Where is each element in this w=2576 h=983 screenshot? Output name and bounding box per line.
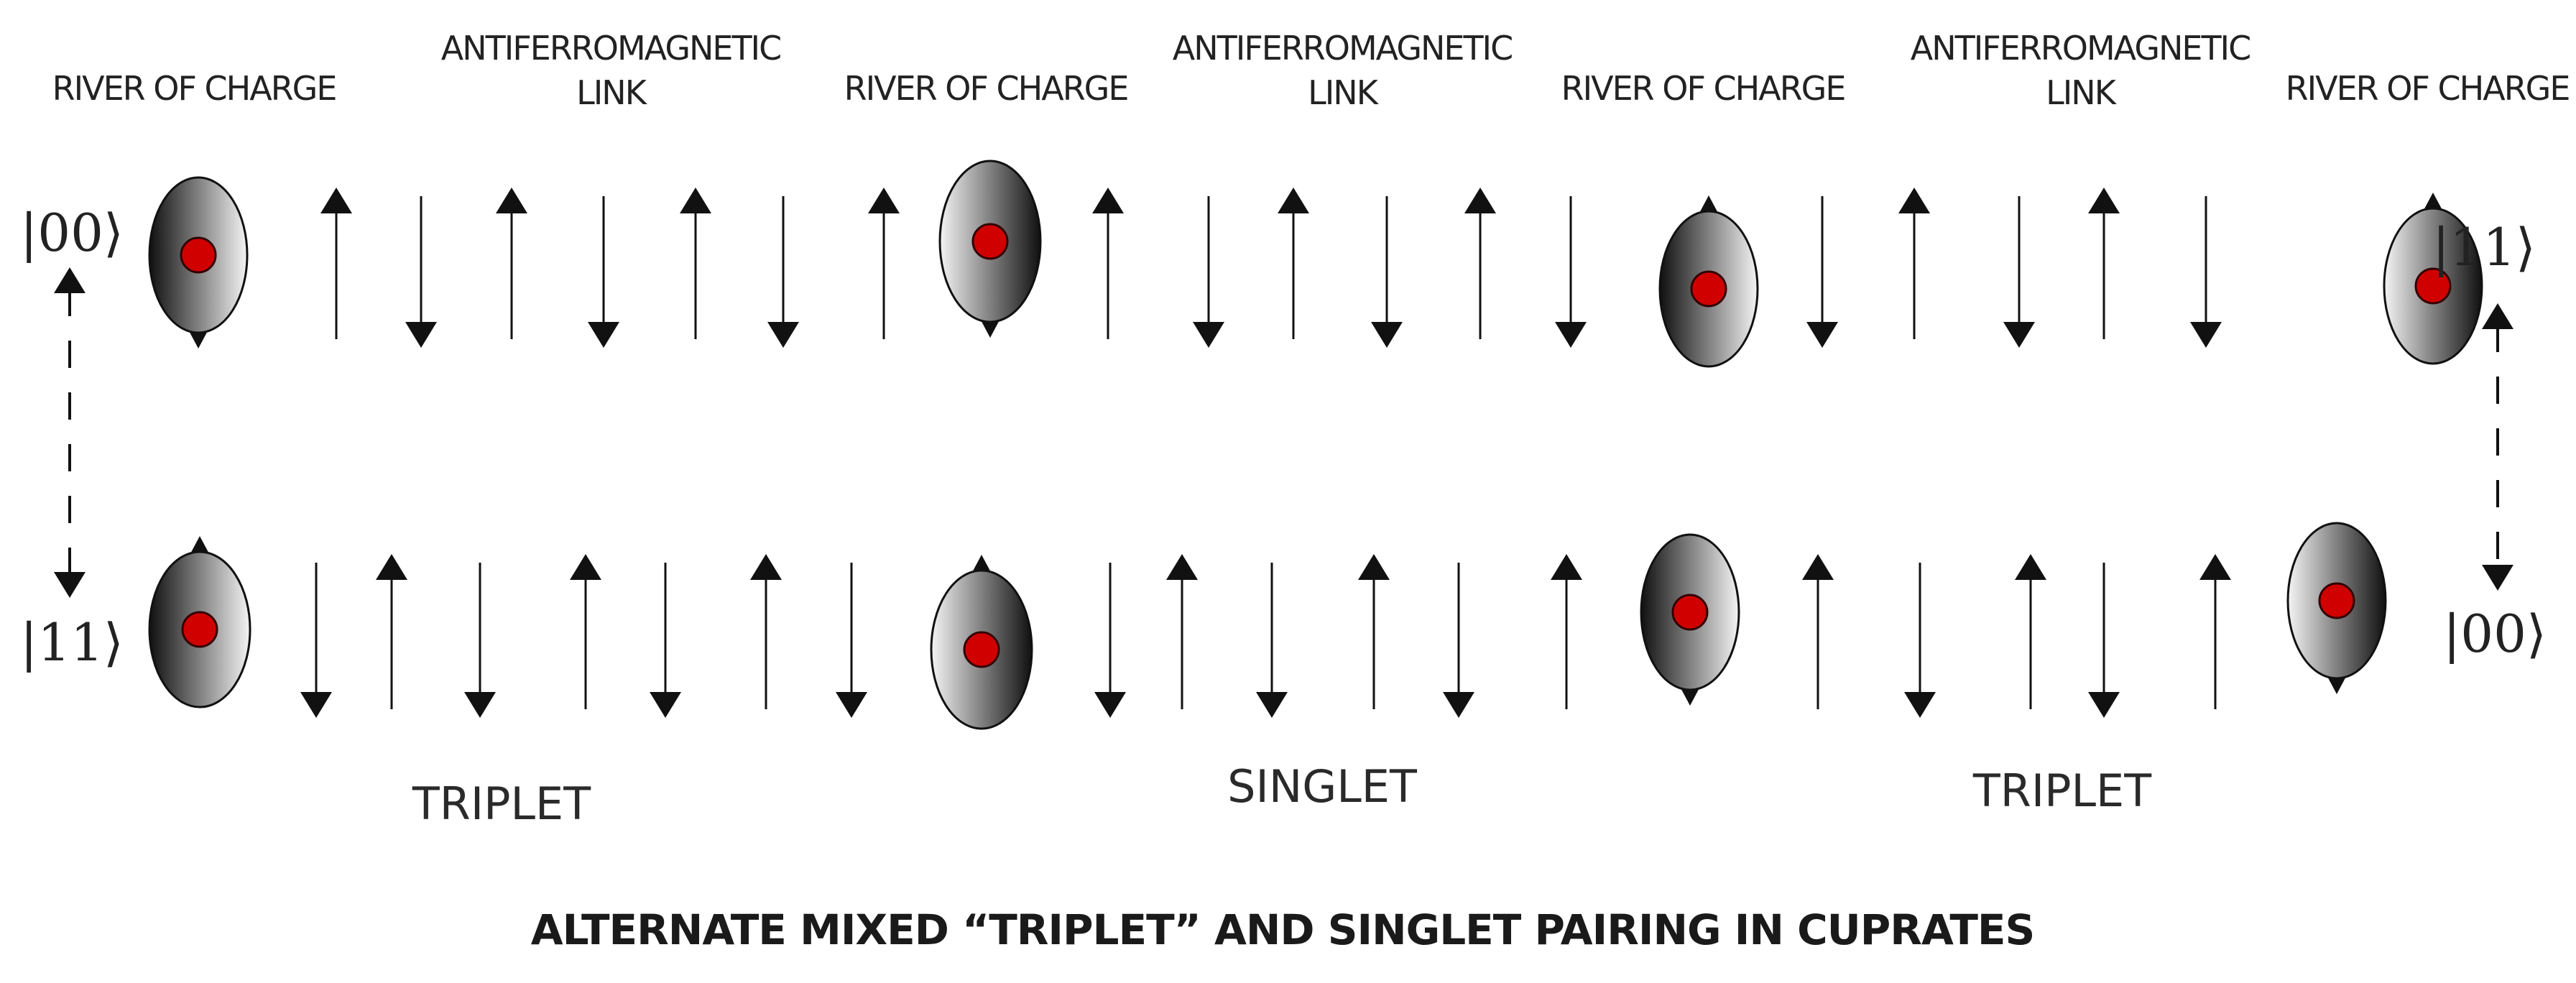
- spin-arrow-down: [1371, 196, 1403, 348]
- spin-arrow-up: [376, 554, 407, 709]
- header-river-of-charge-1: RIVER OF CHARGE: [52, 69, 338, 108]
- spin-arrow-down: [405, 196, 437, 348]
- charge-node: [1640, 533, 1740, 706]
- spin-arrow-down: [1256, 563, 1288, 718]
- spin-arrow-up: [750, 554, 782, 709]
- charge-node: [2383, 193, 2483, 365]
- spin-arrow-up: [1898, 188, 1930, 339]
- spin-arrow-up: [1278, 188, 1309, 339]
- spin-arrow-up: [2015, 554, 2046, 709]
- state-bottom-left: |11⟩: [20, 612, 124, 673]
- spin-arrows: [300, 188, 2231, 718]
- spin-arrow-up: [1464, 188, 1496, 339]
- state-top-right: |11⟩: [2432, 217, 2536, 277]
- spin-arrow-down: [464, 563, 496, 718]
- spin-arrow-down: [836, 563, 867, 718]
- spin-arrow-up: [1092, 188, 1124, 339]
- spin-arrow-down: [1806, 196, 1838, 348]
- spin-arrow-up: [2088, 188, 2120, 339]
- spin-arrow-down: [1094, 563, 1126, 718]
- spin-arrow-down: [767, 196, 799, 348]
- header-antiferromagnetic-link-3: ANTIFERROMAGNETIC LINK: [1910, 29, 2251, 112]
- state-bottom-right: |00⟩: [2443, 604, 2547, 664]
- header-river-of-charge-4: RIVER OF CHARGE: [2285, 69, 2571, 108]
- spin-arrow-up: [680, 188, 711, 339]
- charge-nodes: [148, 160, 2483, 730]
- spin-arrow-down: [2088, 563, 2120, 718]
- spin-arrow-down: [1904, 563, 1936, 718]
- spin-arrow-up: [570, 554, 601, 709]
- pairing-label-triplet-2: TRIPLET: [1972, 765, 2152, 817]
- spin-arrow-up: [1358, 554, 1390, 709]
- state-link-right: [2482, 303, 2513, 591]
- spin-arrow-up: [1551, 554, 1582, 709]
- state-links: [54, 267, 2513, 598]
- spin-arrow-down: [1555, 196, 1587, 348]
- spin-arrow-down: [2003, 196, 2035, 348]
- charge-node: [1658, 195, 1759, 368]
- state-top-left: |00⟩: [20, 203, 124, 263]
- charge-node: [2286, 522, 2387, 694]
- state-link-left: [54, 267, 86, 598]
- spin-arrow-up: [868, 188, 900, 339]
- header-river-of-charge-2: RIVER OF CHARGE: [844, 69, 1130, 108]
- spin-arrow-up: [2199, 554, 2231, 709]
- spin-arrow-down: [300, 563, 332, 718]
- spin-arrow-up: [1166, 554, 1198, 709]
- spin-arrow-down: [1193, 196, 1224, 348]
- spin-arrow-down: [588, 196, 619, 348]
- spin-arrow-up: [496, 188, 527, 339]
- spin-arrow-down: [2190, 196, 2222, 348]
- charge-node: [148, 176, 249, 349]
- spin-arrow-up: [320, 188, 352, 339]
- spin-arrow-up: [1802, 554, 1834, 709]
- header-antiferromagnetic-link-1: ANTIFERROMAGNETIC LINK: [440, 29, 782, 112]
- spin-arrow-down: [650, 563, 681, 718]
- charge-node: [930, 555, 1033, 730]
- charge-node: [148, 536, 251, 709]
- pairing-label-triplet-1: TRIPLET: [412, 777, 591, 830]
- charge-node: [938, 160, 1042, 338]
- spin-arrow-down: [1443, 563, 1474, 718]
- header-river-of-charge-3: RIVER OF CHARGE: [1561, 69, 1847, 108]
- header-antiferromagnetic-link-2: ANTIFERROMAGNETIC LINK: [1172, 29, 1513, 112]
- figure-caption: ALTERNATE MIXED “TRIPLET” AND SINGLET PA…: [530, 905, 2036, 954]
- pairing-label-singlet: SINGLET: [1227, 760, 1417, 813]
